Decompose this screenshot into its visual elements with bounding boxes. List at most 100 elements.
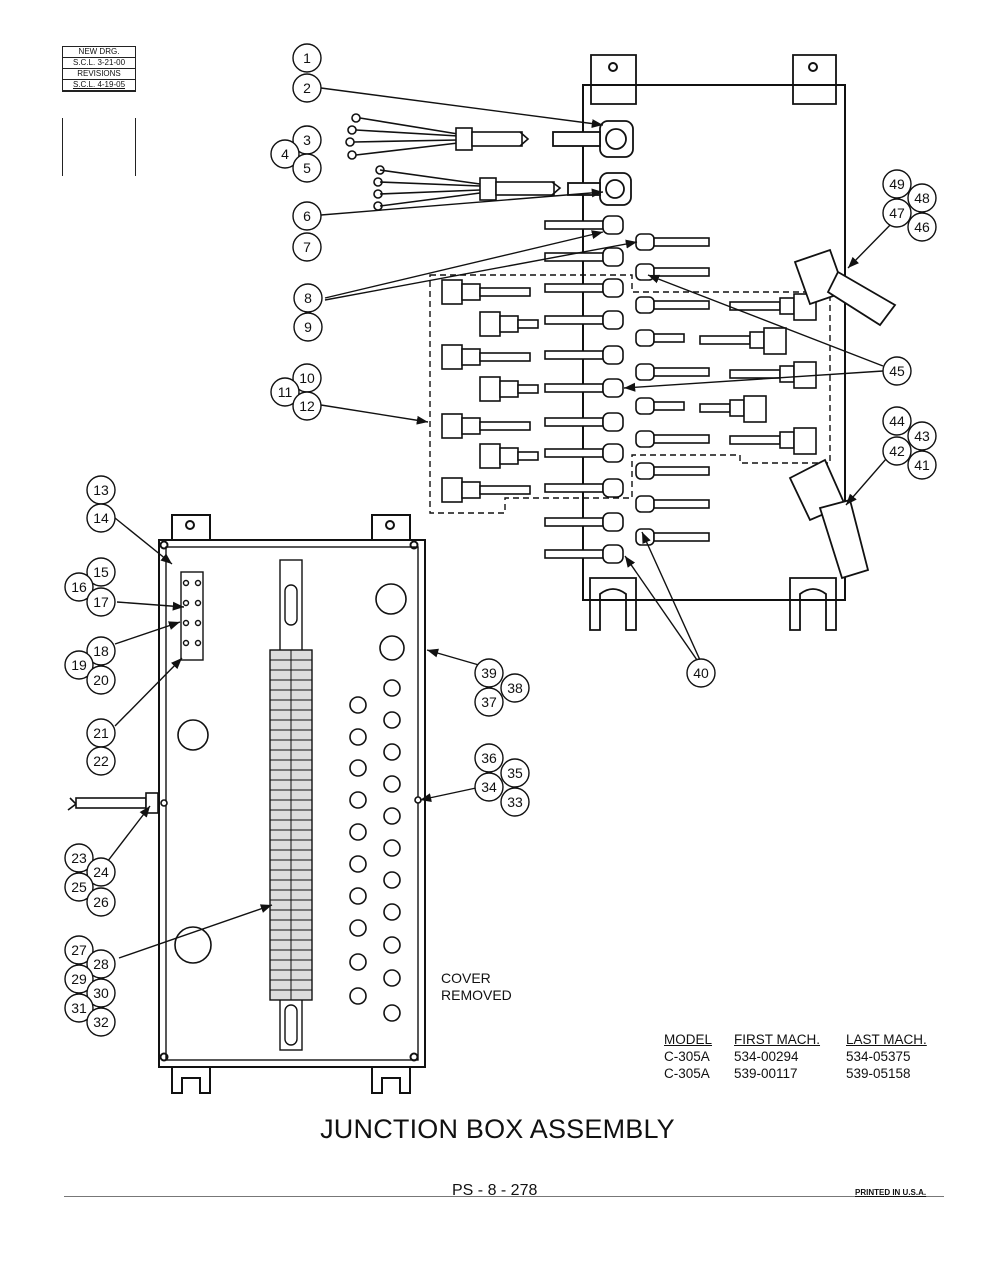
callout-37: 37 bbox=[474, 687, 504, 717]
callout-29: 29 bbox=[64, 964, 94, 994]
callout-7: 7 bbox=[292, 232, 322, 262]
svg-text:43: 43 bbox=[914, 428, 930, 444]
callout-18: 18 bbox=[86, 636, 116, 666]
cell-first: 539-00117 bbox=[734, 1066, 798, 1081]
new-drawing-label: NEW DRG. bbox=[63, 47, 135, 58]
page-title: JUNCTION BOX ASSEMBLY bbox=[320, 1114, 675, 1144]
svg-text:47: 47 bbox=[889, 205, 905, 221]
svg-text:19: 19 bbox=[71, 657, 87, 673]
model-table: MODEL FIRST MACH. LAST MACH. C-305A 534-… bbox=[664, 1031, 946, 1082]
callout-43: 43 bbox=[907, 421, 937, 451]
callout-28: 28 bbox=[86, 949, 116, 979]
callout-40: 40 bbox=[686, 658, 716, 688]
svg-text:30: 30 bbox=[93, 985, 109, 1001]
model-table-row: C-305A 539-00117 539-05158 bbox=[664, 1065, 946, 1082]
callout-1: 1 bbox=[292, 43, 322, 73]
svg-text:38: 38 bbox=[507, 680, 523, 696]
svg-text:20: 20 bbox=[93, 672, 109, 688]
callout-14: 14 bbox=[86, 503, 116, 533]
cell-last: 534-05375 bbox=[846, 1049, 911, 1064]
revision-block: NEW DRG. S.C.L. 3-21-00 REVISIONS S.C.L.… bbox=[62, 46, 136, 92]
callout-47: 47 bbox=[882, 198, 912, 228]
svg-text:41: 41 bbox=[914, 457, 930, 473]
svg-text:46: 46 bbox=[914, 219, 930, 235]
callout-48: 48 bbox=[907, 183, 937, 213]
callout-36: 36 bbox=[474, 743, 504, 773]
svg-text:28: 28 bbox=[93, 956, 109, 972]
callout-13: 13 bbox=[86, 475, 116, 505]
svg-text:49: 49 bbox=[889, 176, 905, 192]
callout-34: 34 bbox=[474, 772, 504, 802]
svg-text:22: 22 bbox=[93, 753, 109, 769]
svg-text:18: 18 bbox=[93, 643, 109, 659]
callout-31: 31 bbox=[64, 993, 94, 1023]
svg-text:7: 7 bbox=[303, 239, 311, 255]
callout-26: 26 bbox=[86, 887, 116, 917]
callout-2: 2 bbox=[292, 73, 322, 103]
svg-text:34: 34 bbox=[481, 779, 497, 795]
svg-text:12: 12 bbox=[299, 398, 315, 414]
svg-text:48: 48 bbox=[914, 190, 930, 206]
callout-21: 21 bbox=[86, 718, 116, 748]
svg-text:10: 10 bbox=[299, 370, 315, 386]
svg-text:17: 17 bbox=[93, 594, 109, 610]
footer-rule bbox=[64, 1196, 944, 1197]
junction-box bbox=[158, 514, 426, 1094]
callout-17: 17 bbox=[86, 587, 116, 617]
svg-text:33: 33 bbox=[507, 794, 523, 810]
callout-16: 16 bbox=[64, 572, 94, 602]
callout-33: 33 bbox=[500, 787, 530, 817]
header-model: MODEL bbox=[664, 1032, 713, 1047]
right-fittings bbox=[635, 233, 710, 546]
svg-text:16: 16 bbox=[71, 579, 87, 595]
callout-25: 25 bbox=[64, 872, 94, 902]
svg-text:44: 44 bbox=[889, 413, 905, 429]
callout-5: 5 bbox=[292, 153, 322, 183]
svg-text:8: 8 bbox=[304, 290, 312, 306]
callout-24: 24 bbox=[86, 857, 116, 887]
svg-text:26: 26 bbox=[93, 894, 109, 910]
svg-text:9: 9 bbox=[304, 319, 312, 335]
callout-38: 38 bbox=[500, 673, 530, 703]
svg-text:40: 40 bbox=[693, 665, 709, 681]
callout-9: 9 bbox=[293, 312, 323, 342]
svg-text:13: 13 bbox=[93, 482, 109, 498]
callout-12: 12 bbox=[292, 391, 322, 421]
svg-text:37: 37 bbox=[481, 694, 497, 710]
svg-text:25: 25 bbox=[71, 879, 87, 895]
model-table-row: C-305A 534-00294 534-05375 bbox=[664, 1048, 946, 1065]
callout-44: 44 bbox=[882, 406, 912, 436]
svg-text:23: 23 bbox=[71, 850, 87, 866]
revision-date: S.C.L. 4-19-05 bbox=[63, 80, 135, 91]
page-number: PS - 8 - 278 bbox=[452, 1182, 538, 1199]
svg-text:15: 15 bbox=[93, 564, 109, 580]
callout-22: 22 bbox=[86, 746, 116, 776]
new-drawing-date: S.C.L. 3-21-00 bbox=[63, 58, 135, 69]
back-plate bbox=[582, 54, 846, 631]
svg-text:6: 6 bbox=[303, 208, 311, 224]
cell-last: 539-05158 bbox=[846, 1066, 911, 1081]
svg-text:27: 27 bbox=[71, 942, 87, 958]
svg-text:39: 39 bbox=[481, 665, 497, 681]
svg-text:24: 24 bbox=[93, 864, 109, 880]
terminal-strip bbox=[269, 559, 313, 1051]
callout-42: 42 bbox=[882, 436, 912, 466]
svg-text:4: 4 bbox=[281, 146, 289, 162]
cell-first: 534-00294 bbox=[734, 1049, 799, 1064]
cell-model: C-305A bbox=[664, 1066, 710, 1081]
svg-text:11: 11 bbox=[278, 384, 293, 400]
callout-bubbles: 1 2 3 4 5 6 7 8 9 10 11 12 13 14 15 16 1… bbox=[64, 43, 937, 1037]
callout-6: 6 bbox=[292, 201, 322, 231]
right-sensors bbox=[699, 293, 817, 455]
header-first-mach: FIRST MACH. bbox=[734, 1032, 821, 1047]
svg-text:32: 32 bbox=[93, 1014, 109, 1030]
callout-30: 30 bbox=[86, 978, 116, 1008]
sensor-group-outlines bbox=[429, 274, 831, 514]
svg-text:1: 1 bbox=[303, 50, 311, 66]
svg-text:31: 31 bbox=[71, 1000, 87, 1016]
svg-text:36: 36 bbox=[481, 750, 497, 766]
svg-text:35: 35 bbox=[507, 765, 523, 781]
small-terminal-block bbox=[180, 571, 204, 661]
svg-text:14: 14 bbox=[93, 510, 109, 526]
